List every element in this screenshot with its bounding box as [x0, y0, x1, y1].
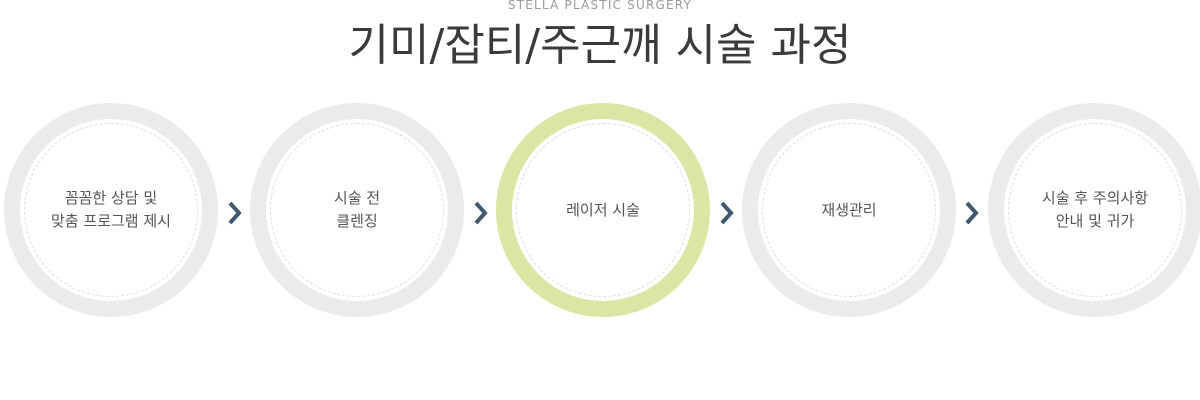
step-inner-circle: 레이저 시술: [516, 123, 690, 297]
process-step-3-active: 레이저 시술: [496, 103, 710, 317]
chevron-right-icon: [963, 199, 981, 227]
page-title: 기미/잡티/주근깨 시술 과정: [348, 20, 852, 71]
process-step-5: 시술 후 주의사항 안내 및 귀가: [988, 103, 1200, 317]
eyebrow-text: STELLA PLASTIC SURGERY: [507, 0, 693, 12]
step-label: 꼼꼼한 상담 및 맞춤 프로그램 제시: [51, 189, 171, 230]
step-inner-circle: 시술 전 클렌징: [270, 123, 444, 297]
step-inner-circle: 꼼꼼한 상담 및 맞춤 프로그램 제시: [24, 123, 198, 297]
chevron-right-icon: [226, 199, 244, 227]
step-label: 시술 후 주의사항 안내 및 귀가: [1041, 189, 1149, 230]
step-inner-circle: 시술 후 주의사항 안내 및 귀가: [1008, 123, 1182, 297]
process-step-4: 재생관리: [742, 103, 956, 317]
step-label: 시술 전 클렌징: [333, 189, 381, 230]
chevron-right-icon: [472, 199, 490, 227]
step-label: 재생관리: [821, 200, 877, 219]
process-step-1: 꼼꼼한 상담 및 맞춤 프로그램 제시: [4, 103, 218, 317]
process-step-2: 시술 전 클렌징: [250, 103, 464, 317]
chevron-right-icon: [718, 199, 736, 227]
step-label: 레이저 시술: [566, 200, 640, 219]
step-inner-circle: 재생관리: [762, 123, 936, 297]
